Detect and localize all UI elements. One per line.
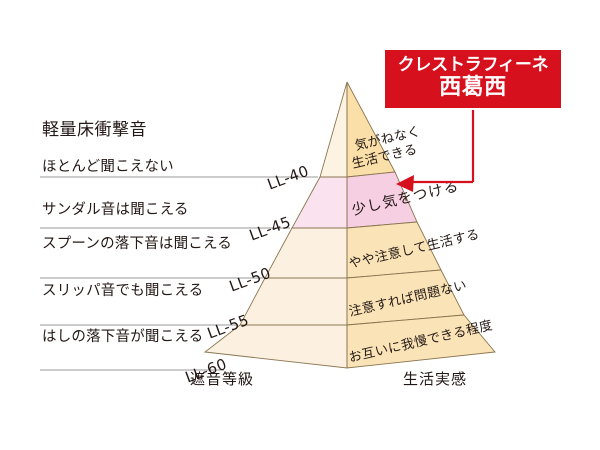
callout-arrowhead-icon: [396, 175, 414, 192]
bottom-caption-right: 生活実感: [403, 370, 468, 388]
grade-labels: LL-40 LL-45 LL-50 LL-55 LL-60: [183, 162, 312, 387]
left-label-LL-55: スリッパ音でも聞こえる: [42, 283, 204, 299]
left-label-LL-40: ほとんど聞こえない: [42, 159, 174, 175]
grade-label-LL-40: LL-40: [265, 162, 312, 194]
tier-left-LL-45: [291, 176, 348, 229]
property-callout-box[interactable]: クレストラフィーネ 西葛西: [385, 50, 561, 108]
left-label-LL-50: スプーンの落下音は聞こえる: [42, 236, 232, 252]
property-callout-line1: クレストラフィーネ: [397, 55, 549, 75]
pyramid-left-face: [203, 81, 348, 369]
tier-left-LL-40: [319, 81, 348, 178]
left-column-heading: 軽量床衝撃音: [42, 120, 147, 140]
bottom-caption-left: 遮音等級: [190, 370, 255, 388]
left-label-LL-45: サンダル音は聞こえる: [42, 202, 189, 218]
property-callout-line2: 西葛西: [439, 75, 507, 101]
left-label-LL-60: はしの落下音が聞こえる: [42, 329, 204, 345]
label-connector-lines: [40, 176, 318, 371]
callout-pointer: [396, 110, 475, 192]
pyramid-right-face: [346, 81, 496, 369]
